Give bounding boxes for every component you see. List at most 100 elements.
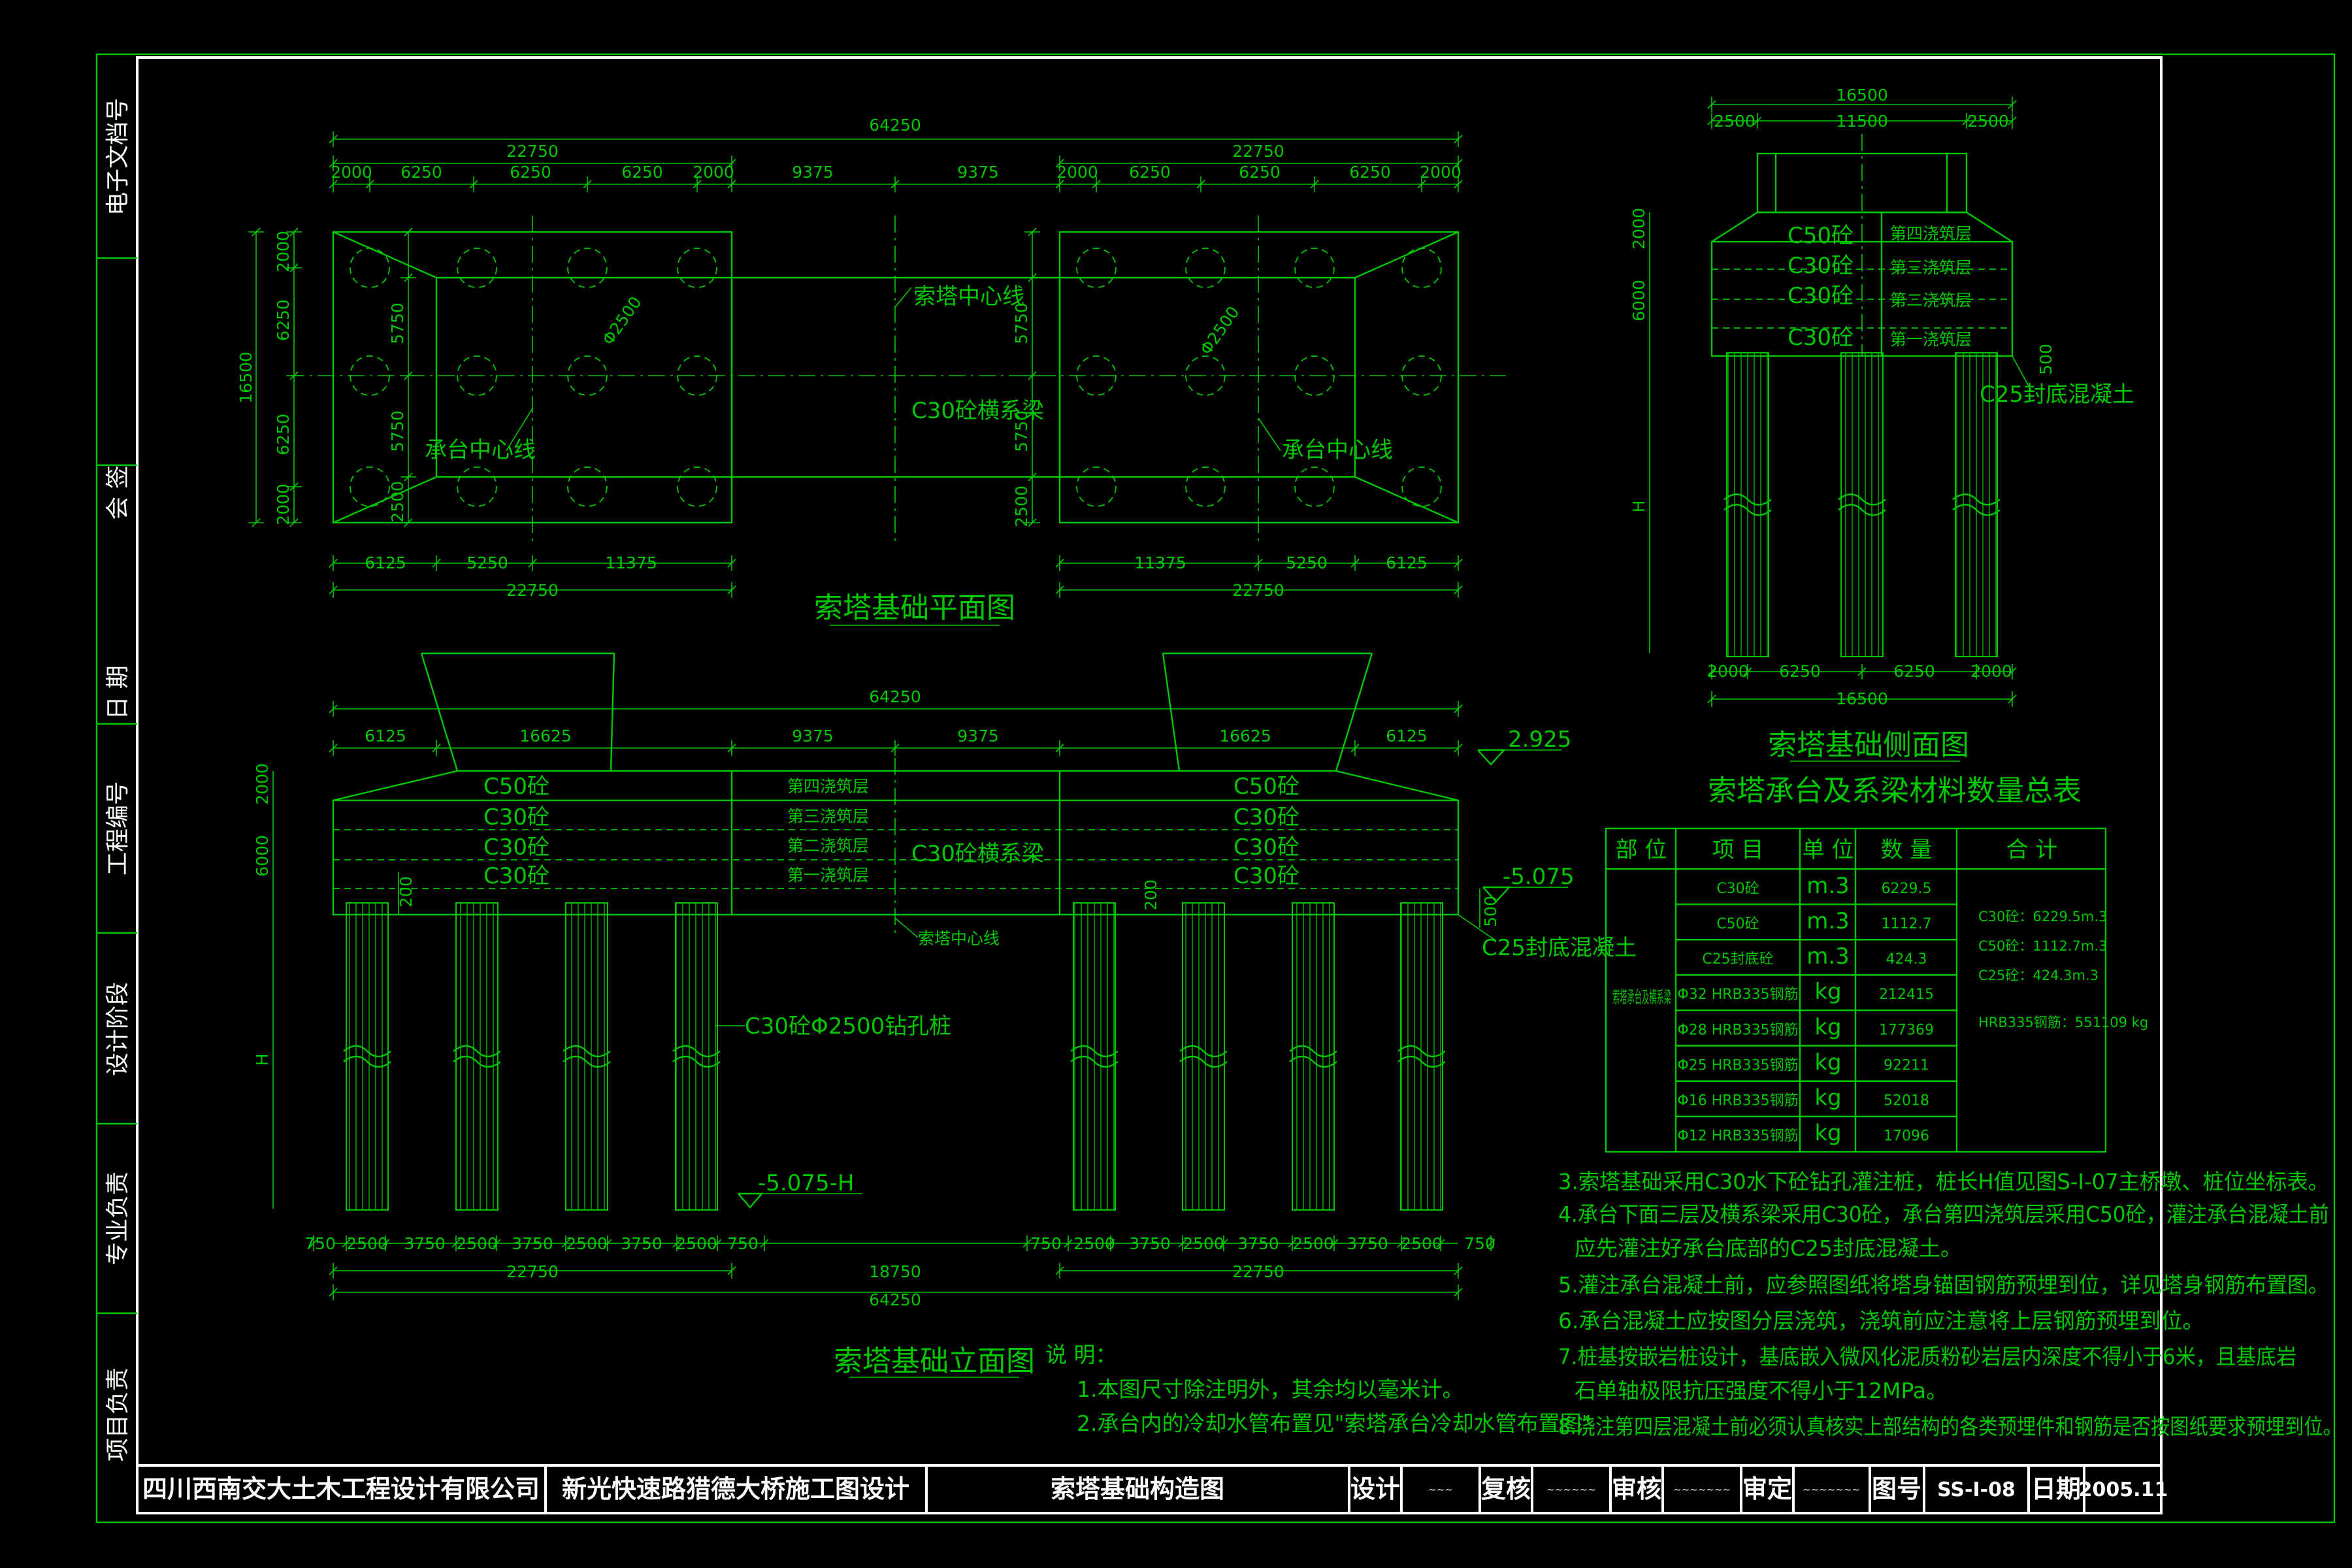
dim-text: 6125 bbox=[1386, 553, 1428, 572]
dim-text: 2500 bbox=[1967, 112, 2009, 131]
pile-break bbox=[1723, 504, 1772, 516]
dim-text: 22750 bbox=[1232, 581, 1284, 600]
pile-break bbox=[672, 1055, 721, 1068]
table-cell-unit: kg bbox=[1814, 1120, 1841, 1147]
dim-text: 2500 bbox=[1714, 112, 1756, 131]
dim-text: 2000 bbox=[1707, 662, 1749, 681]
pile-circle bbox=[1076, 355, 1117, 396]
dim-text: 6250 bbox=[1349, 163, 1391, 182]
dim-text: 3750 bbox=[404, 1234, 446, 1253]
dim-text: 6250 bbox=[1129, 163, 1171, 182]
label-layer2: 第二浇筑层 bbox=[787, 836, 869, 855]
dim-text: 64250 bbox=[869, 687, 921, 706]
pile-break bbox=[453, 1045, 501, 1058]
note-item: 8.浇注第四层混凝土前必须认真核实上部结构的各类预埋件和钢筋是否按图纸要求预埋到… bbox=[1558, 1414, 2342, 1439]
pile-break bbox=[1397, 1045, 1446, 1058]
label-tower-centerline: 索塔中心线 bbox=[913, 284, 1024, 310]
pile-circle bbox=[567, 466, 608, 507]
pile-cap-right bbox=[1058, 231, 1460, 524]
design-label: 设计 bbox=[1350, 1475, 1400, 1503]
dim-text: 200 bbox=[397, 876, 416, 907]
pile-circle bbox=[1401, 355, 1442, 396]
pile-circle bbox=[457, 248, 497, 288]
note-item: 1.本图尺寸除注明外，其余均以毫米计。 bbox=[1077, 1377, 1464, 1402]
dim-text: 2000 bbox=[1056, 163, 1098, 182]
table-cell-unit: kg bbox=[1814, 1085, 1841, 1111]
dim-text: 64250 bbox=[869, 116, 921, 135]
dim-text: 2500 bbox=[388, 481, 407, 523]
pile-break bbox=[1952, 493, 2001, 506]
note-item: 应先灌注好承台底部的C25封底混凝土。 bbox=[1575, 1235, 1962, 1261]
dim-text: 2500 bbox=[676, 1234, 717, 1253]
dim-text: 11375 bbox=[1134, 553, 1186, 572]
dim-text: 2000 bbox=[253, 763, 272, 805]
label-c30: C30砼 bbox=[1788, 283, 1854, 309]
pile-break bbox=[1838, 504, 1886, 516]
label-tie-beam: C30砼横系梁 bbox=[911, 398, 1044, 424]
label-pile: C30砼Φ2500钻孔桩 bbox=[745, 1013, 951, 1039]
pile-break bbox=[453, 1055, 501, 1068]
label-c50: C50砼 bbox=[1788, 223, 1854, 249]
dim-text: 2000 bbox=[1420, 163, 1462, 182]
pile-circle bbox=[1185, 355, 1226, 396]
table-cell-item: Φ28 HRB335钢筋 bbox=[1677, 1022, 1798, 1038]
dim-text: 6250 bbox=[621, 163, 663, 182]
dim-text: 6250 bbox=[510, 163, 551, 182]
dim-text: 200 bbox=[1141, 879, 1160, 911]
table-cell-item: C25封底砼 bbox=[1702, 951, 1773, 968]
dim-text: 6250 bbox=[1779, 662, 1821, 681]
dim-text: 6125 bbox=[365, 553, 406, 572]
pile-break bbox=[1179, 1045, 1228, 1058]
title-block: 四川西南交大土木工程设计有限公司 新光快速路猎德大桥施工图设计 索塔基础构造图 … bbox=[137, 1464, 2168, 1513]
pile-break bbox=[1838, 493, 1886, 506]
dim-text: 22750 bbox=[1232, 142, 1284, 161]
dim-text: 2500 bbox=[566, 1234, 608, 1253]
pile-circle bbox=[457, 466, 497, 507]
pile-circle bbox=[1401, 466, 1442, 507]
note-item: 5.灌注承台混凝土前，应参照图纸将塔身锚固钢筋预埋到位，详见塔身钢筋布置图。 bbox=[1558, 1272, 2329, 1298]
pile-break bbox=[1070, 1045, 1119, 1058]
label-cap-centerline: 承台中心线 bbox=[1282, 437, 1393, 463]
table-total: C50砼：1112.7m.3 bbox=[1978, 938, 2107, 954]
label-cap-centerline: 承台中心线 bbox=[425, 437, 536, 463]
pile bbox=[1840, 352, 1884, 657]
pile-break bbox=[1289, 1055, 1337, 1068]
dim-text: 22750 bbox=[506, 1262, 559, 1281]
dim-text: 2000 bbox=[1629, 208, 1648, 250]
label-layer1: 第一浇筑层 bbox=[1890, 330, 1972, 349]
signature: ~~~~~~~ bbox=[1673, 1484, 1731, 1495]
label-c30: C30砼 bbox=[483, 804, 549, 830]
dim-text: 750 bbox=[1464, 1234, 1495, 1253]
dim-text: 9375 bbox=[957, 727, 999, 745]
dim-text: 5750 bbox=[1012, 302, 1031, 344]
dim-text: 6000 bbox=[1629, 280, 1648, 321]
label-layer2: 第二浇筑层 bbox=[1890, 291, 1972, 310]
dim-text: 5750 bbox=[388, 302, 407, 344]
label-layer3: 第三浇筑层 bbox=[1890, 258, 1972, 277]
outer-frame bbox=[95, 53, 2336, 1524]
pile-circle bbox=[567, 248, 608, 288]
dim-text: 6250 bbox=[274, 299, 293, 341]
pile-circle bbox=[1401, 248, 1442, 288]
label-c50: C50砼 bbox=[1233, 774, 1299, 800]
signature: ~~~ bbox=[1428, 1484, 1453, 1495]
sidebar-label: 工程编号 bbox=[105, 781, 131, 875]
dim-text: 3750 bbox=[621, 1234, 662, 1253]
dim-text: 16500 bbox=[237, 351, 255, 404]
table-cell-unit: m.3 bbox=[1806, 943, 1850, 970]
dim-text: 2000 bbox=[274, 483, 293, 525]
dim-text: 11375 bbox=[605, 553, 657, 572]
dim-text: 9375 bbox=[792, 163, 834, 182]
table-total: C30砼：6229.5m.3 bbox=[1978, 909, 2107, 924]
pile-break bbox=[1179, 1055, 1228, 1068]
pile-circle bbox=[677, 466, 717, 507]
dim-text: 500 bbox=[2036, 344, 2055, 375]
pile-break bbox=[1289, 1045, 1337, 1058]
table-cell-qty: 212415 bbox=[1879, 987, 1934, 1003]
pile-break bbox=[1397, 1055, 1446, 1068]
dim-text: 2500 bbox=[346, 1234, 388, 1253]
dim-text: 2500 bbox=[1401, 1234, 1443, 1253]
label-c30: C30砼 bbox=[1233, 834, 1299, 860]
side-strip: 电子文档号 会 签 日 期 工程编号 设计阶段 专业负责 项目负责 bbox=[97, 98, 137, 1462]
pile-break bbox=[343, 1055, 391, 1068]
